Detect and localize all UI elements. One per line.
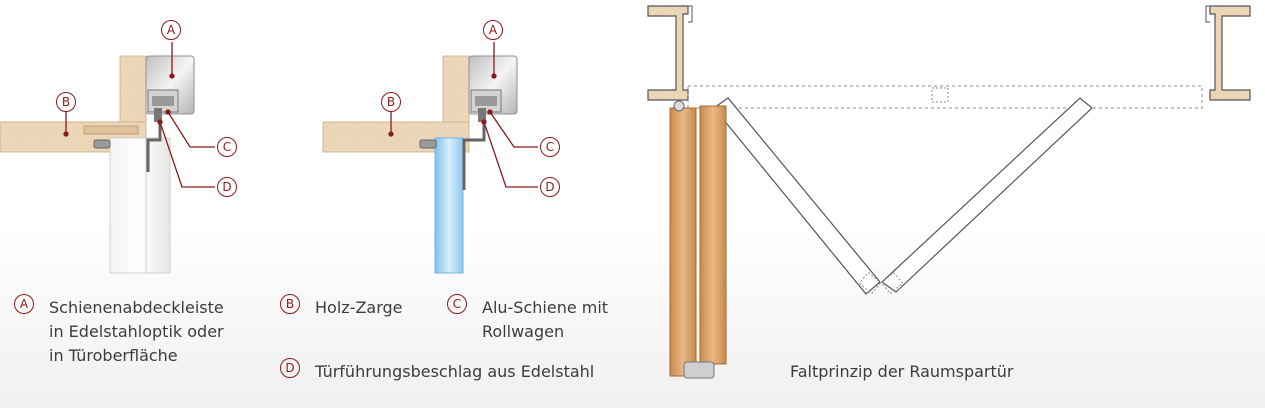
folded-door-2 <box>699 105 727 365</box>
legend-c-line1: Alu-Schiene mit <box>482 298 609 317</box>
legend-a-line1: Schienenabdeckleiste <box>49 298 224 317</box>
marker-a-2: A <box>483 20 503 40</box>
marker-b: B <box>56 92 76 112</box>
folded-door-1 <box>669 107 697 377</box>
marker-d-2: D <box>540 177 560 197</box>
legend-b-text: Holz-Zarge <box>315 298 403 317</box>
leader-lines <box>63 42 538 188</box>
detail-white-door <box>0 55 195 274</box>
caption: Faltprinzip der Raumspartür <box>790 362 1014 381</box>
detail-glass-door <box>322 55 518 274</box>
door-panel-white <box>109 137 171 274</box>
folding-plan <box>647 5 1251 379</box>
legend-marker-c: C <box>447 294 467 314</box>
door-panel-glass <box>434 137 464 274</box>
legend-a-line3: in Türoberfläche <box>49 346 178 365</box>
legend-d-text: Türführungsbeschlag aus Edelstahl <box>315 362 595 381</box>
marker-d: D <box>217 177 237 197</box>
legend-marker-a: A <box>14 294 34 314</box>
legend-marker-b: B <box>280 294 300 314</box>
legend-marker-d: D <box>280 358 300 378</box>
marker-c-2: C <box>540 137 560 157</box>
legend-a-line2: in Edelstahloptik oder <box>49 322 224 341</box>
legend-c-line2: Rollwagen <box>482 322 565 341</box>
marker-b-2: B <box>381 92 401 112</box>
marker-a: A <box>161 20 181 40</box>
marker-c: C <box>217 137 237 157</box>
